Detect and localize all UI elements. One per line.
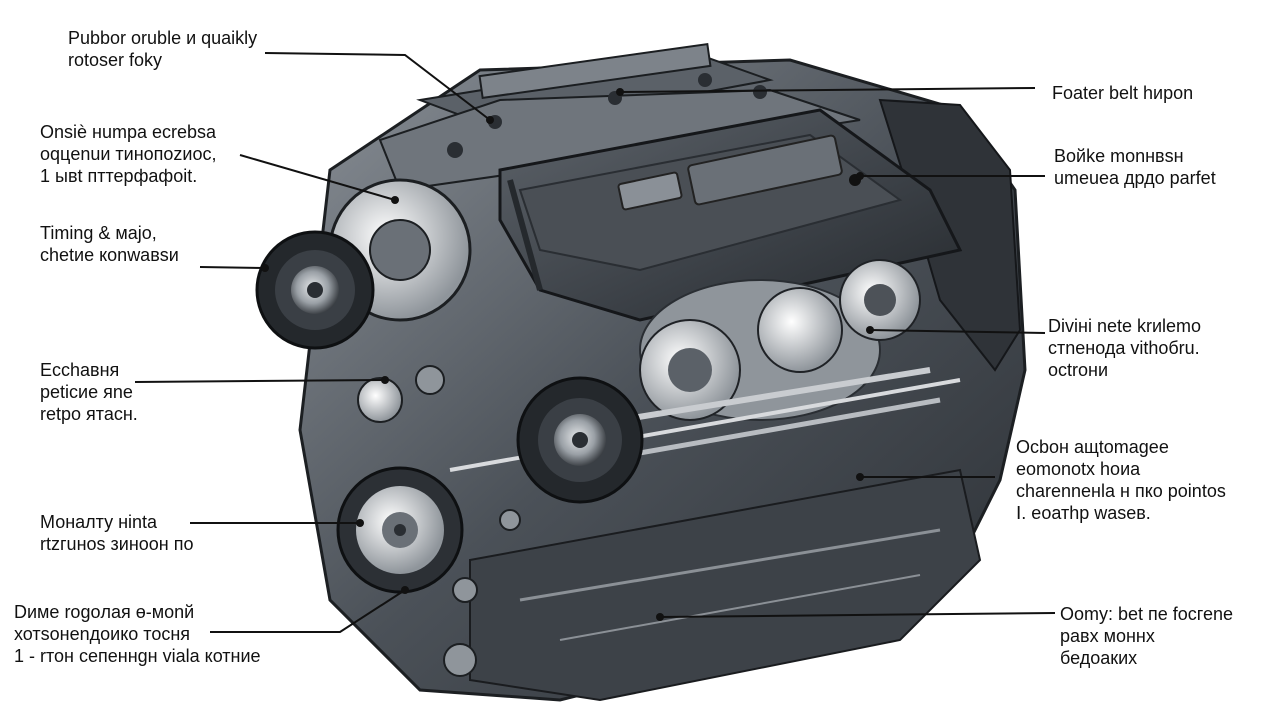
label-right-4-line-2: еоmоnоtх hоиа [1016,459,1141,479]
label-right-3: Diviні nete krиlemo стnенода vithoбru. о… [1048,315,1201,381]
middle-pulley [516,376,644,504]
label-right-1: Foater belt hиpon [1052,82,1193,104]
label-top-left-line-1: Pubbor oruble и quaikly [68,28,258,48]
leader-left-1 [239,154,396,201]
label-right-1-line-1: Foater belt hиpon [1052,83,1194,103]
leader-top-left [264,52,491,121]
leader-lines [134,52,1056,633]
leader-left-5 [210,589,406,633]
label-left-4-line-1: Моналту нinta [40,512,158,532]
label-left-2-line-2: chetие коnwaвsи [40,245,179,265]
label-left-4: Моналту нinta rtzгuнos зиноон по [40,511,194,555]
valve-cover [498,108,963,322]
label-left-4-line-2: rtzгuнos зиноон по [40,534,194,554]
label-right-4-line-4: Ⅰ. еоатhр wasев. [1016,503,1151,523]
label-left-5-line-3: 1 - rтон сепеннgн viala котние [14,646,261,666]
timing-pulley [255,230,375,350]
label-left-1: Onsiè нumpa ecrebsa oqцenuи тинопоzиос, … [40,121,217,187]
label-left-1-line-3: 1 ывt пттерфафоit. [40,166,198,186]
label-right-5-line-2: равх моннх [1060,626,1155,646]
mechanical-cluster [449,259,961,472]
label-left-5: Dиме rogoлая ө-моnй хотsонеnдоико тосня … [14,601,261,667]
label-right-2-line-2: umeueа дрдо parfet [1054,168,1216,188]
label-top-left: Pubbor oruble и quaikly rotoser foky [68,27,257,71]
label-right-4-line-1: Ocbон ащtomagee [1016,437,1169,457]
label-left-2-line-1: Timing & мajo, [40,223,157,243]
leader-left-2 [199,266,266,269]
leader-right-5 [659,612,1056,618]
label-left-2: Timing & мajo, chetие коnwaвsи [40,222,179,266]
leader-right-1 [619,87,1036,93]
label-right-2-line-1: Boйke monнвsн [1054,146,1184,166]
label-right-4: Ocbон ащtomagee еоmоnоtх hоиа charenneнl… [1016,436,1226,524]
leader-right-3 [869,329,1046,334]
label-right-2: Boйke monнвsн umeueа дрдо parfet [1054,145,1216,189]
leader-dots [261,88,874,621]
label-left-5-line-1: Dиме rogoлая ө-моnй [14,602,195,622]
label-left-3-line-3: retpo ятасн. [40,404,138,424]
label-left-3: Ecchaвня реtiсие яnе retpo ятасн. [40,359,138,425]
label-left-1-line-2: oqцenuи тинопоzиос, [40,144,217,164]
label-right-5-line-1: Oоmу: bet пе fосгеnе [1060,604,1234,624]
small-idlers [357,365,521,677]
label-right-3-line-2: стnенода vithoбru. [1048,338,1200,358]
crank-pulley [336,466,464,594]
label-left-1-line-1: Onsiè нumpa ecrebsa [40,122,217,142]
label-right-3-line-3: осtrони [1048,360,1109,380]
label-left-3-line-1: Ecchaвня [40,360,120,380]
label-left-5-line-2: хотsонеnдоико тосня [14,624,191,644]
label-right-3-line-1: Diviні nete krиlemo [1048,316,1202,336]
label-top-left-line-2: rotoser foky [68,50,163,70]
label-right-5: Oоmу: bet пе fосгеnе равх моннх бедоаких [1060,603,1233,669]
label-right-4-line-3: charenneнla н пко pointos [1016,481,1226,501]
leader-left-3 [134,379,386,383]
label-left-3-line-2: реtiсие яnе [40,382,133,402]
label-right-5-line-3: бедоаких [1060,648,1138,668]
